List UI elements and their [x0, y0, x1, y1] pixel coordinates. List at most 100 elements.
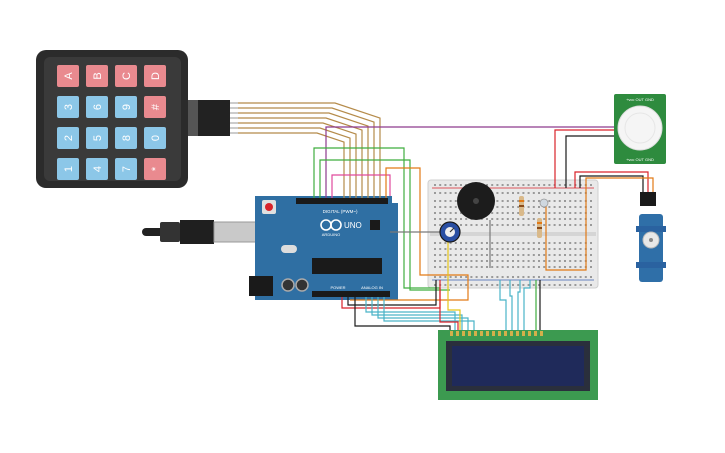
- breadboard-hole: [564, 284, 566, 286]
- keypad-key[interactable]: [57, 96, 79, 118]
- breadboard-hole: [460, 242, 462, 244]
- breadboard-hole: [434, 254, 436, 256]
- keypad-key[interactable]: [115, 65, 137, 87]
- keypad-key[interactable]: [144, 158, 166, 180]
- arduino-power-analog-header: [312, 291, 390, 297]
- breadboard-hole: [454, 284, 457, 286]
- breadboard-hole: [491, 224, 494, 226]
- breadboard-hole: [538, 248, 540, 250]
- breadboard-hole: [439, 184, 442, 186]
- breadboard-hole: [590, 184, 592, 186]
- breadboard-hole: [465, 276, 468, 278]
- breadboard-hole: [590, 200, 592, 202]
- keypad-key-label: 5: [92, 135, 104, 141]
- keypad-key[interactable]: [57, 127, 79, 149]
- breadboard-hole: [444, 242, 447, 244]
- breadboard-hole: [496, 192, 499, 194]
- breadboard-hole: [590, 224, 592, 226]
- breadboard-hole: [532, 212, 535, 214]
- keypad-key[interactable]: [86, 127, 108, 149]
- breadboard-hole: [548, 200, 551, 202]
- keypad-key[interactable]: [57, 158, 79, 180]
- breadboard-hole: [439, 254, 442, 256]
- keypad-key-label: 7: [121, 166, 133, 172]
- breadboard-hole: [465, 218, 468, 220]
- breadboard-hole: [548, 266, 551, 268]
- breadboard-hole: [590, 276, 592, 278]
- wire-red-pir: [554, 129, 614, 188]
- breadboard-hole: [538, 260, 540, 262]
- breadboard-hole: [486, 248, 488, 250]
- keypad-key[interactable]: [86, 96, 108, 118]
- breadboard-hole: [548, 242, 551, 244]
- breadboard-hole: [527, 218, 530, 220]
- breadboard-hole: [558, 184, 561, 186]
- breadboard-hole: [512, 218, 514, 220]
- breadboard-hole: [590, 284, 592, 286]
- keypad-key[interactable]: [115, 96, 137, 118]
- breadboard-hole: [532, 248, 535, 250]
- breadboard-hole: [548, 192, 551, 194]
- lcd-pin: [468, 331, 471, 336]
- breadboard-hole: [512, 254, 514, 256]
- breadboard-hole: [501, 242, 504, 244]
- breadboard-hole: [538, 206, 540, 208]
- breadboard-hole: [538, 276, 540, 278]
- keypad-key[interactable]: [57, 65, 79, 87]
- breadboard-hole: [470, 284, 473, 286]
- keypad-key[interactable]: [144, 127, 166, 149]
- breadboard-hole: [460, 212, 462, 214]
- breadboard-hole: [574, 206, 577, 208]
- breadboard-hole: [574, 242, 577, 244]
- breadboard-hole: [527, 200, 530, 202]
- lcd-pins: [450, 331, 543, 336]
- breadboard-hole: [501, 212, 504, 214]
- keypad-key[interactable]: [115, 127, 137, 149]
- breadboard-hole: [496, 184, 499, 186]
- keypad-key[interactable]: [115, 158, 137, 180]
- lcd-pin: [474, 331, 477, 336]
- wire-orange-servo: [545, 177, 654, 271]
- arduino-digital-label: DIGITAL (PWM~): [323, 209, 358, 214]
- breadboard-hole: [517, 284, 520, 286]
- breadboard-hole: [439, 206, 442, 208]
- keypad-pad: [44, 57, 181, 181]
- breadboard-hole: [491, 242, 494, 244]
- breadboard-hole: [522, 266, 525, 268]
- breadboard-hole: [564, 184, 566, 186]
- keypad-key[interactable]: [86, 158, 108, 180]
- breadboard-hole: [564, 200, 566, 202]
- breadboard-hole: [558, 266, 561, 268]
- breadboard-hole: [512, 260, 514, 262]
- breadboard-hole: [439, 200, 442, 202]
- wire-red-servo: [574, 171, 649, 192]
- usb-cable: [142, 220, 261, 244]
- breadboard-hole: [579, 248, 582, 250]
- breadboard-hole: [434, 192, 436, 194]
- breadboard-hole: [548, 212, 551, 214]
- breadboard-hole: [574, 266, 577, 268]
- breadboard-hole: [439, 218, 442, 220]
- breadboard-hole: [475, 242, 478, 244]
- breadboard-hole: [512, 266, 514, 268]
- breadboard-hole: [553, 266, 556, 268]
- breadboard-hole: [574, 192, 577, 194]
- breadboard-hole: [512, 284, 514, 286]
- wires: [238, 102, 654, 332]
- keypad-key[interactable]: [86, 65, 108, 87]
- breadboard-hole: [506, 224, 509, 226]
- breadboard-hole: [491, 218, 494, 220]
- breadboard-hole: [496, 276, 499, 278]
- breadboard-hole: [548, 254, 551, 256]
- breadboard-hole: [512, 200, 514, 202]
- breadboard-hole: [475, 284, 478, 286]
- keypad-key[interactable]: [144, 65, 166, 87]
- wire-magenta: [331, 174, 391, 198]
- breadboard-hole: [590, 260, 592, 262]
- breadboard-hole: [553, 212, 556, 214]
- keypad-key[interactable]: [144, 96, 166, 118]
- breadboard-hole: [543, 266, 546, 268]
- breadboard-hole: [579, 242, 582, 244]
- breadboard-hole: [558, 276, 561, 278]
